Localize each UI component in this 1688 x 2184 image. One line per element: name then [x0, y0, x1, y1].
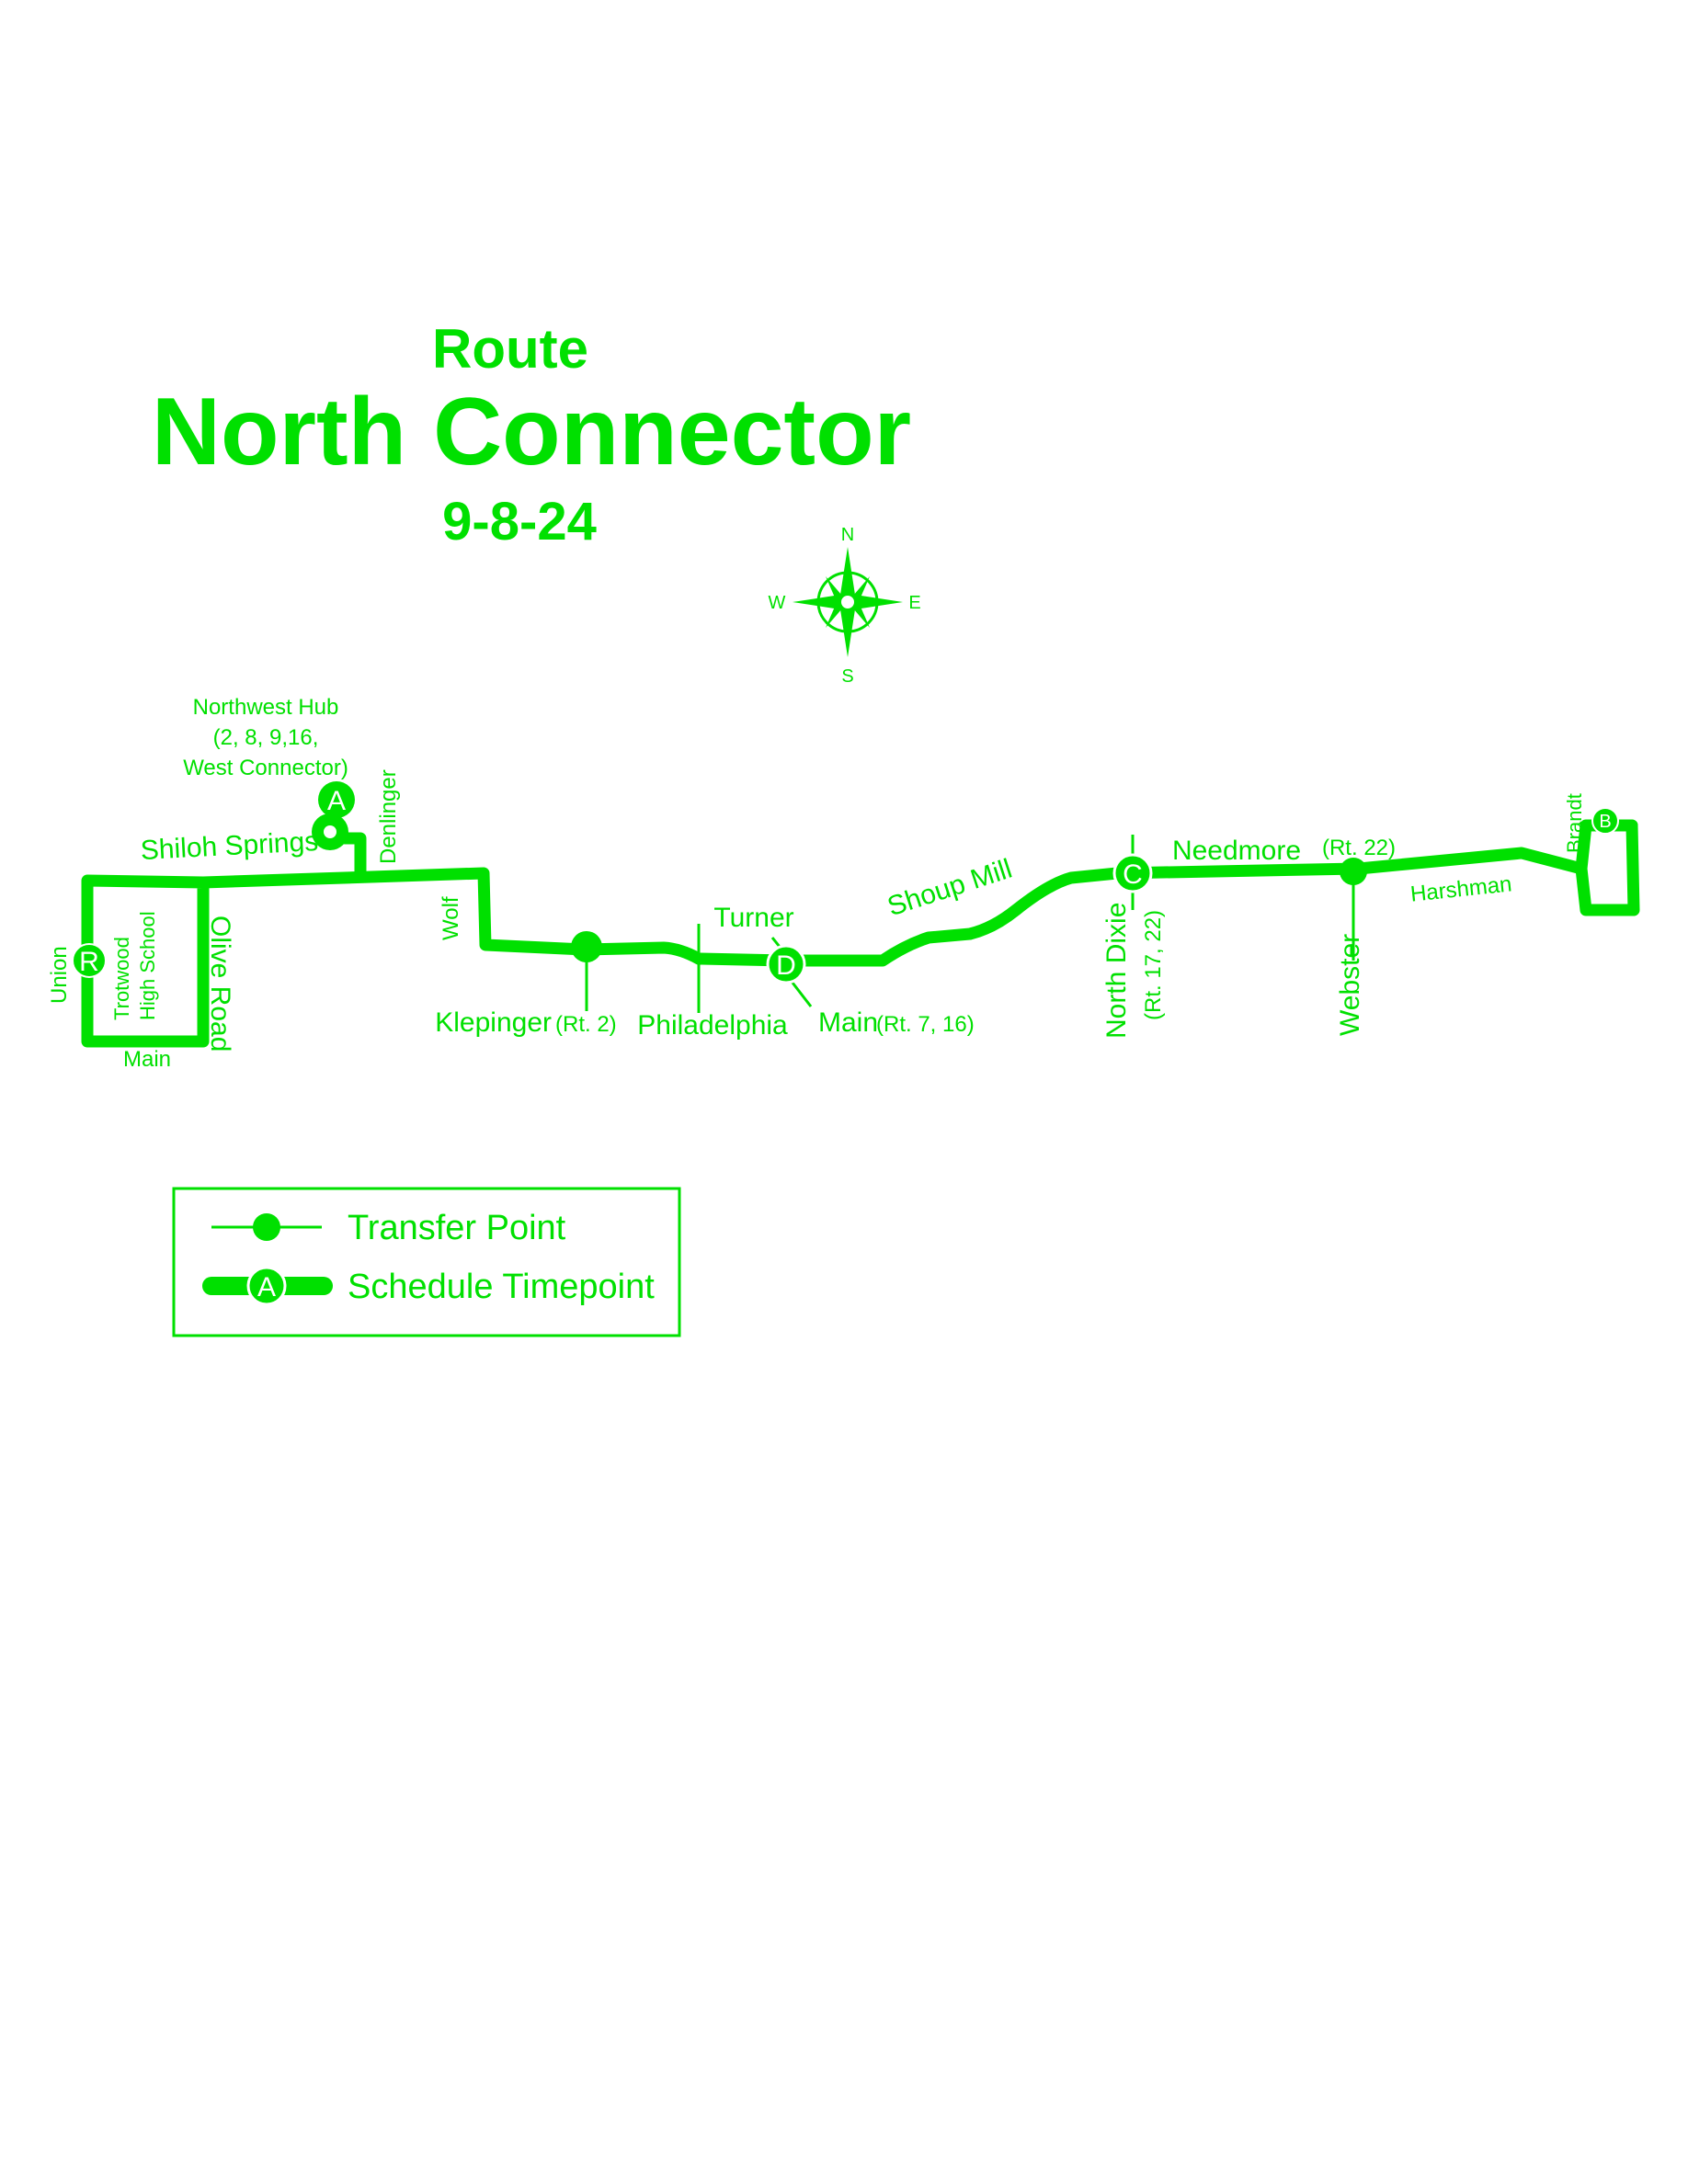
street-brandt: Brandt — [1563, 793, 1586, 853]
street-main-east: Main — [818, 1007, 878, 1038]
street-main-west: Main — [123, 1047, 171, 1072]
street-shiloh-springs: Shiloh Springs — [140, 826, 319, 866]
street-needmore: Needmore — [1172, 836, 1301, 866]
turner-tick — [770, 937, 781, 948]
timepoint-a-letter: A — [327, 786, 346, 816]
needmore-transfer-point[interactable] — [1340, 858, 1367, 885]
title-date: 9-8-24 — [442, 492, 597, 552]
timepoint-d[interactable] — [766, 944, 806, 984]
compass-east-label: E — [908, 593, 920, 613]
title-route-word: Route — [432, 318, 588, 380]
route-line-hub-spur — [338, 832, 367, 880]
compass-north-label: N — [841, 525, 854, 545]
street-north-dixie-route: (Rt. 17, 22) — [1141, 910, 1166, 1020]
high-school-label: High School — [136, 911, 159, 1020]
street-klepinger: Klepinger — [435, 1007, 552, 1038]
hub-center-icon — [324, 825, 336, 838]
street-harshman: Harshman — [1409, 871, 1513, 906]
klepinger-transfer-point[interactable] — [571, 931, 602, 962]
street-philadelphia: Philadelphia — [637, 1010, 788, 1041]
street-needmore-route: (Rt. 22) — [1322, 836, 1396, 860]
hub-label-line1: Northwest Hub — [193, 695, 339, 720]
hub-label-line3: West Connector) — [183, 756, 348, 780]
legend-timepoint-label: Schedule Timepoint — [348, 1268, 655, 1306]
trotwood-label: Trotwood — [110, 937, 133, 1020]
street-main-east-route: (Rt. 7, 16) — [876, 1012, 975, 1037]
timepoint-c-letter: C — [1123, 859, 1143, 890]
timepoint-c[interactable] — [1112, 853, 1153, 893]
compass-west-label: W — [769, 593, 786, 613]
timepoint-a[interactable] — [318, 781, 355, 818]
timepoint-r[interactable] — [72, 943, 107, 978]
page-title: North Connector — [152, 379, 911, 485]
timepoint-b[interactable] — [1591, 807, 1619, 835]
route-line — [81, 874, 210, 1048]
street-shoup-mill: Shoup Mill — [884, 854, 1015, 923]
legend-timepoint-icon — [246, 1266, 287, 1306]
legend: Transfer Point A Schedule Timepoint — [172, 1187, 681, 1337]
timepoint-b-letter: B — [1599, 812, 1611, 832]
timepoint-r-letter: R — [79, 947, 99, 977]
hub-label-line2: (2, 8, 9,16, — [213, 725, 319, 750]
street-denlinger: Denlinger — [376, 769, 401, 864]
compass-south-label: S — [841, 666, 853, 687]
legend-transfer-point-icon — [253, 1213, 280, 1241]
legend-timepoint-letter: A — [257, 1272, 276, 1302]
street-turner: Turner — [713, 903, 793, 933]
timepoint-d-letter: D — [776, 950, 796, 981]
legend-transfer-label: Transfer Point — [348, 1209, 566, 1247]
street-klepinger-route: (Rt. 2) — [555, 1012, 617, 1037]
compass-rose-icon — [793, 547, 903, 657]
street-olive-road: Olive Road — [205, 916, 235, 1052]
legend-box — [172, 1187, 681, 1337]
street-north-dixie: North Dixie — [1101, 903, 1132, 1039]
street-webster: Webster — [1335, 934, 1365, 1036]
street-wolf: Wolf — [439, 896, 463, 940]
street-union: Union — [47, 946, 72, 1004]
route-line-main — [197, 819, 1640, 967]
